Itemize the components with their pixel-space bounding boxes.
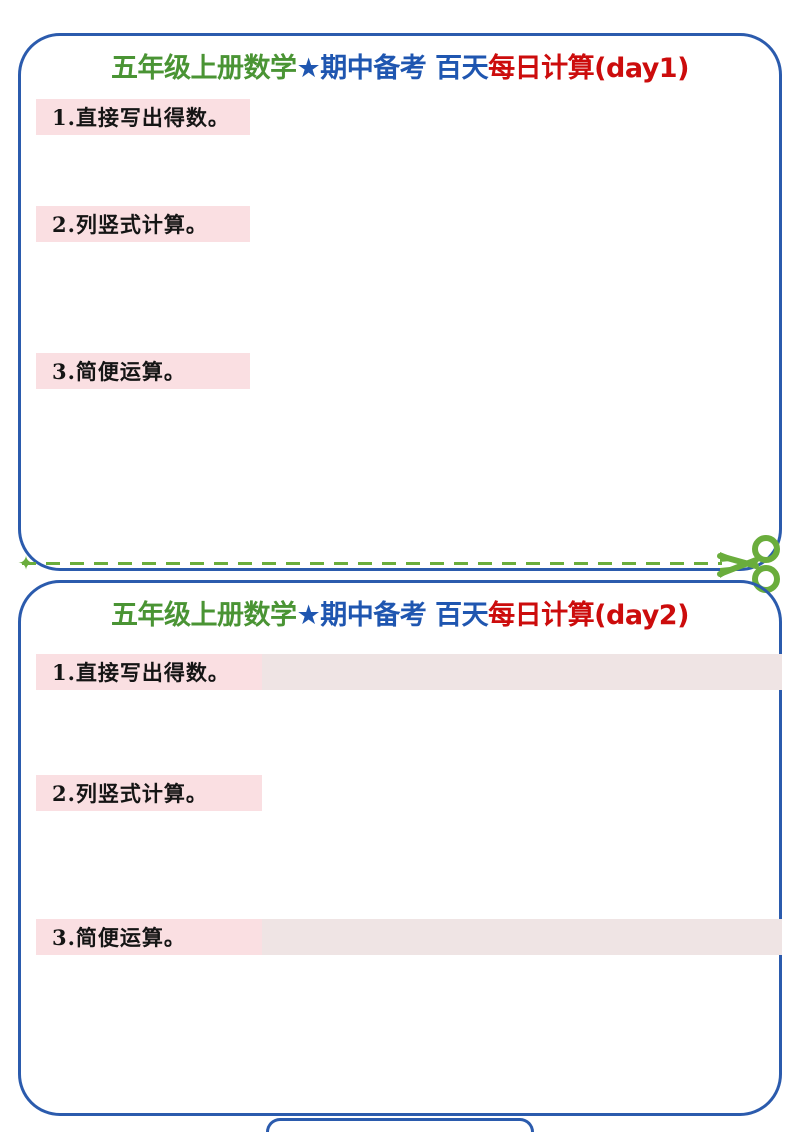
answer-area-day2-s3	[39, 958, 767, 1078]
answer-area-day2-s2	[39, 814, 767, 922]
worksheet-card-day2: 五年级上册数学★期中备考 百天每日计算(day2)	[18, 580, 782, 1116]
section-label-day1-3: 3.简便运算。	[52, 359, 186, 384]
section-label-day2-1: 1.直接写出得数。	[52, 660, 230, 685]
scissors-icon	[714, 530, 784, 596]
title-series-day: 每日计算(day2)	[488, 600, 689, 631]
star-icon: ★	[296, 600, 321, 631]
section-label-day2-2: 2.列竖式计算。	[52, 781, 208, 806]
section-band-day2-2: 2.列竖式计算。	[36, 775, 262, 811]
worksheet-card-day1: 五年级上册数学★期中备考 百天每日计算(day1)	[18, 33, 782, 571]
title-grade-subject: 五年级上册数学	[111, 600, 297, 631]
section-label-day1-2: 2.列竖式计算。	[52, 212, 208, 237]
section-band-tail-day2-1	[262, 654, 782, 690]
section-band-day2-3: 3.简便运算。	[36, 919, 262, 955]
section-band-day2-1: 1.直接写出得数。	[36, 654, 262, 690]
worksheet-title-day1: 五年级上册数学★期中备考 百天每日计算(day1)	[21, 52, 779, 86]
bottom-tab	[266, 1118, 534, 1132]
section-band-day1-2: 2.列竖式计算。	[36, 206, 250, 242]
cut-line	[22, 562, 722, 565]
title-exam-duration: 期中备考 百天	[320, 600, 489, 631]
worksheet-title-day2: 五年级上册数学★期中备考 百天每日计算(day2)	[21, 599, 779, 633]
answer-area-day1-s3	[57, 425, 747, 555]
section-band-day1-3: 3.简便运算。	[36, 353, 250, 389]
title-exam-duration: 期中备考 百天	[320, 53, 489, 84]
section-label-day2-3: 3.简便运算。	[52, 925, 186, 950]
section-band-tail-day2-3	[262, 919, 782, 955]
title-series-day: 每日计算(day1)	[488, 53, 689, 84]
star-icon: ★	[296, 53, 321, 84]
section-label-day1-1: 1.直接写出得数。	[52, 105, 230, 130]
answer-area-day2-s1	[39, 693, 767, 773]
title-grade-subject: 五年级上册数学	[111, 53, 297, 84]
section-band-day1-1: 1.直接写出得数。	[36, 99, 250, 135]
